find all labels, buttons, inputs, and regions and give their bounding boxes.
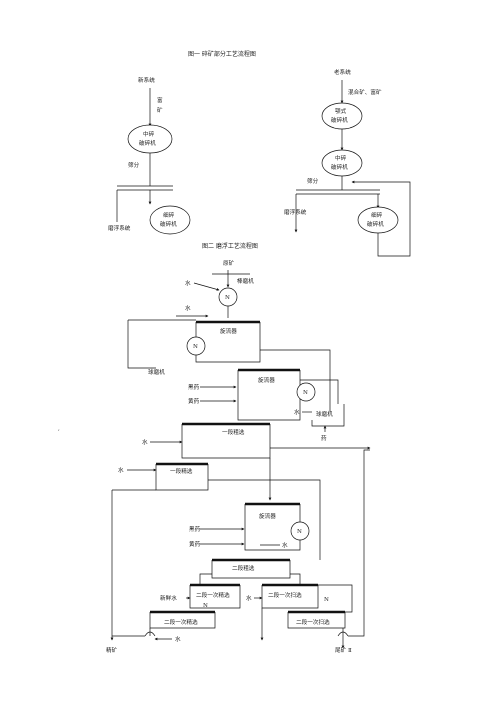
fig2-water-3: 水 [294,408,300,416]
fig2-rough1-label: 一段粗选 [222,428,245,436]
fig2-cyclone3-label: 旋流器 [259,512,276,520]
fig2-rod-mill-label: 棒磨机 [237,277,254,285]
fig2-rough2-tail [290,573,301,585]
fig2-water-8: 水 [246,594,252,602]
fig1-left-screen-label: 筛分 [128,161,140,169]
fig2-reagent-yellow-1: 黄药 [188,397,200,405]
fig2-main-return-loop [348,449,370,637]
fig2-scav2b-label: 二段一次扫选 [296,618,330,626]
fig2-pump-1-mark: N [193,344,198,350]
fig1-left-source: 新系统 [138,76,155,84]
fig1-right-fine-crusher [357,206,399,234]
fig2-water-6: 水 [282,541,288,549]
fig2-pump-2-mark: N [303,390,308,396]
fig2-ball-mill-1-label: 球磨机 [148,368,165,376]
fig1-left-mid-crusher-label-1: 中碎 [143,130,155,138]
fig2-water-2: 水 [185,304,191,312]
fig1-right-return-loop [351,180,411,257]
fig2-pump-1 [186,336,206,356]
fig2-scav2b-box [287,612,346,629]
fig2-cyclone1-box [195,322,261,363]
fig2-scav2a-label: 二段一次扫选 [268,591,302,599]
fig2-water-1: 水 [185,279,191,287]
fig2-scav2a-box [261,585,319,609]
fig2-reagent-black-1: 黑药 [188,383,200,391]
fig2-fresh-water: 新鲜水 [160,594,177,602]
fig1-right-feed-label: 混合矿、富矿 [348,88,382,96]
fig2-ball-mill-2-box [311,404,345,427]
fig1-right-dest: 磨浮系统 [284,208,307,216]
fig1-title: 图一 碎矿部分工艺流程图 [188,50,256,58]
fig2-cyclone2-underflow [300,379,339,404]
margin-mark: , [58,426,60,432]
fig1-left-fine-crusher [149,205,191,235]
fig2-water-1-line [193,282,220,291]
fig2-ball-mill-loop [127,320,156,369]
fig2-clean2b-box [149,612,216,629]
fig2-water-7: 水 [175,635,181,643]
fig2-clean1-box [155,464,209,491]
fig2-cyclone2-label: 旋流器 [258,376,275,384]
fig2-reagent-yellow-2: 黄药 [189,540,201,548]
fig2-ball-mill-2-label: 球磨机 [316,410,333,418]
fig1-left-feed-label-2: 矿 [157,106,163,114]
fig2-pump-3 [290,521,310,541]
fig2-concentrate-label: 精矿 [106,646,118,654]
fig2-clean2a-box [189,585,241,609]
fig2-cyclone1-label: 旋流器 [220,327,237,335]
fig1-right-jaw-crusher [321,102,363,130]
fig1-left-fine-crusher-label-1: 细碎 [163,211,175,219]
fig2-water-4: 水 [142,438,148,446]
fig1-right-screen-label: 筛分 [307,177,319,185]
fig1-left-dest: 磨浮系统 [108,224,131,232]
fig2-rod-mill-mark: N [225,295,230,301]
fig2-rough2-box [211,560,291,579]
fig1-left-feed-label-1: 富 [157,96,163,104]
fig2-pump-2 [296,382,316,402]
fig2-lime-label: 药 [321,434,327,442]
fig2-rough2-label: 二段粗选 [232,564,255,572]
fig1-left-mid-crusher [127,124,173,154]
fig2-scav2a-pump-mark: N [324,597,329,603]
fig1-left-mid-crusher-label-2: 破碎机 [139,139,156,147]
fig2-scav2b-return [318,584,353,613]
fig2-rough2-conc [199,573,212,585]
fig2-raw-ore: 原矿 [223,259,235,267]
fig1-right-mid-crusher-label-1: 中碎 [335,154,347,162]
fig2-reagent-black-2: 黑药 [189,525,201,533]
fig1-right-mid-crusher [321,149,363,177]
fig2-clean1-label: 一段精选 [170,467,193,475]
fig2-pump-3-mark: N [297,529,302,535]
fig1-left-fine-crusher-label-2: 破碎机 [160,220,177,228]
fig2-rough1-box [181,424,271,459]
fig1-right-source: 老系统 [334,68,351,76]
fig1-right-fine-crusher-label-1: 细碎 [371,211,383,219]
fig1-right-fine-crusher-label-2: 破碎机 [367,220,384,228]
fig2-water-5: 水 [118,466,124,474]
fig1-right-mid-crusher-label-2: 破碎机 [331,163,348,171]
fig2-clean1-tailings [208,479,321,560]
fig1-right-jaw-crusher-label-1: 颚式 [335,107,347,115]
fig2-tailings-label: 尾矿 Ⅱ [335,646,352,654]
fig2-clean2b-label: 二段一次精选 [164,618,198,626]
fig1-right-jaw-crusher-label-2: 破碎机 [331,116,348,124]
fig2-title: 图二 磨浮工艺流程图 [202,242,258,250]
fig2-clean2a-label: 二段一次精选 [196,591,230,599]
fig2-clean2a-pump-mark: N [203,603,208,609]
fig2-cyclone1-overflow [260,349,331,412]
